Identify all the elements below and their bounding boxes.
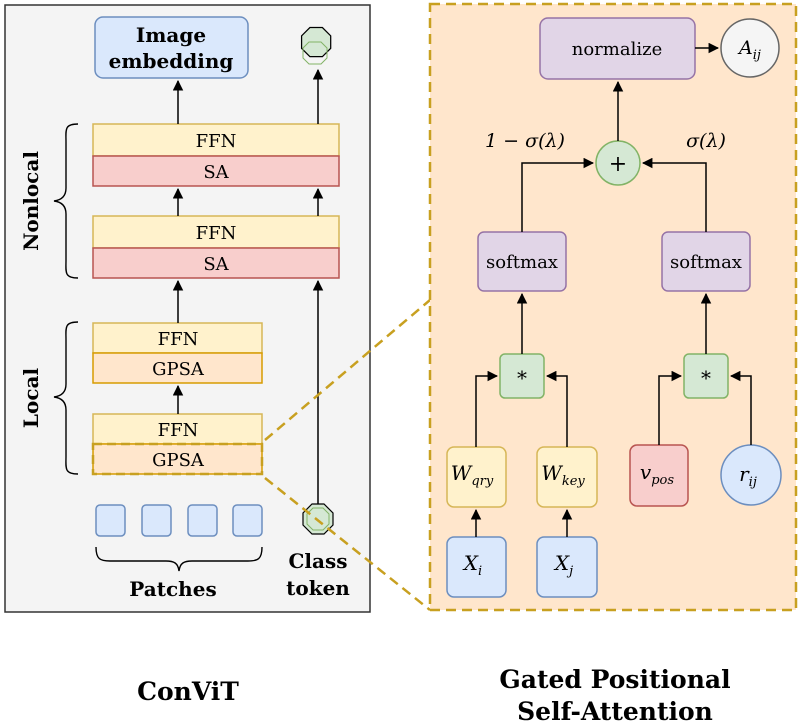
zoom-line-bottom (264, 477, 431, 611)
arrow-vpos-to-mul (658, 370, 683, 445)
patch-1 (95, 504, 126, 537)
softmax-right-label: softmax (670, 252, 742, 273)
nonlocal-block-1-sa-label: SA (203, 254, 229, 275)
nonlocal-block-2-sa (92, 155, 340, 187)
gpsa-highlight-frame (91, 442, 264, 476)
patch-3 (187, 504, 218, 537)
nonlocal-block-2-sa-label: SA (203, 162, 229, 183)
gpsa-panel (428, 2, 798, 612)
output-class-token (300, 26, 332, 65)
right-gate-weight: σ(λ) (686, 130, 726, 152)
softmax-left-label: softmax (486, 252, 558, 273)
left-gate-weight: 1 − σ(λ) (485, 130, 565, 152)
multiply-left-label: * (517, 366, 527, 390)
arrow-rij-to-mul (729, 370, 752, 445)
r-ij-label: rij (739, 462, 757, 490)
gpsa-caption-line2: Self-Attention (517, 697, 713, 726)
image-embedding-label-line2: embedding (109, 49, 234, 73)
gpsa-caption-line1: Gated Positional (499, 665, 730, 694)
local-brace (53, 321, 79, 475)
local-label: Local (19, 368, 43, 429)
nonlocal-block-1-ffn-label: FFN (196, 223, 237, 244)
local-block-2-gpsa (92, 352, 263, 384)
patches-brace (95, 546, 263, 572)
local-block-2-ffn (92, 322, 263, 354)
v-pos-label: vpos (640, 460, 674, 488)
w-key-label: Wkey (541, 461, 585, 489)
local-block-2-ffn-label: FFN (158, 329, 199, 350)
x-i-label: Xi (462, 551, 482, 579)
attention-output-label: Aij (737, 37, 761, 63)
local-block-2-gpsa-label: GPSA (152, 359, 205, 380)
multiply-right-label: * (701, 366, 711, 390)
x-j-label: Xj (553, 551, 573, 579)
arrow-softmax-right-to-plus (641, 157, 707, 232)
nonlocal-label: Nonlocal (19, 151, 43, 251)
nonlocal-block-1-ffn (92, 215, 340, 249)
arrow-softmax-left-to-plus (521, 157, 595, 232)
patches-label: Patches (129, 577, 216, 601)
plus-label: + (609, 152, 627, 177)
arrow-wqry-to-mul (475, 370, 499, 447)
zoom-line-top (264, 299, 431, 441)
class-token-label-line1: Class (289, 549, 348, 573)
patch-4 (232, 504, 263, 537)
arrow-wkey-to-mul (545, 370, 568, 447)
normalize-label: normalize (572, 39, 662, 60)
nonlocal-block-2-ffn (92, 123, 340, 157)
nonlocal-block-2-ffn-label: FFN (196, 131, 237, 152)
image-embedding-label-line1: Image (136, 23, 206, 47)
patch-2 (141, 504, 172, 537)
convit-caption: ConViT (137, 677, 239, 706)
local-block-1-ffn-label: FFN (158, 420, 199, 441)
image-embedding-box: Image embedding (94, 16, 249, 79)
nonlocal-block-1-sa (92, 247, 340, 279)
attention-output-node (720, 18, 780, 78)
w-qry-label: Wqry (451, 461, 494, 489)
class-token-label-line2: token (286, 576, 350, 600)
nonlocal-brace (53, 123, 79, 279)
local-block-1-gpsa-label: GPSA (152, 450, 205, 471)
